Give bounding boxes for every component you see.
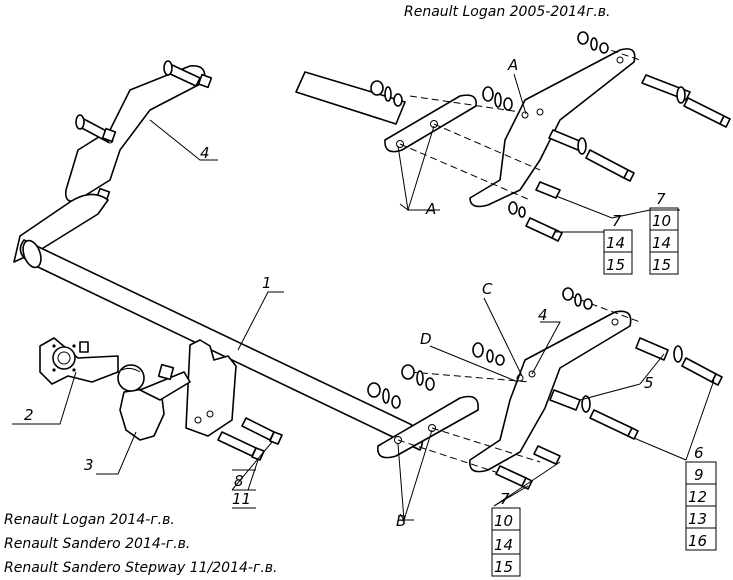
label-part-2: 2 bbox=[24, 406, 34, 424]
callout-br-5: 16 bbox=[688, 532, 707, 550]
callout-tr-upper-3: 14 bbox=[652, 234, 671, 252]
label-point-c: C bbox=[482, 280, 493, 298]
callout-tr-upper-1: 7 bbox=[656, 190, 666, 208]
main-assembly-group bbox=[13, 60, 723, 490]
vehicle-frame-member bbox=[295, 71, 406, 125]
hole bbox=[394, 436, 402, 444]
center-mount-plate bbox=[185, 339, 237, 437]
axis-line bbox=[431, 427, 541, 463]
caption-bottom-left-1: Renault Logan 2014-г.в. bbox=[4, 512, 175, 528]
label-part-4-left: 4 bbox=[200, 144, 210, 162]
hole bbox=[536, 108, 544, 116]
callout-br-2: 9 bbox=[694, 466, 704, 484]
callout-bm-4: 15 bbox=[494, 558, 513, 576]
hole bbox=[616, 56, 624, 64]
label-point-a-bottom: A bbox=[425, 200, 436, 218]
frame-plate-bottom bbox=[377, 395, 479, 459]
nut-washer-set bbox=[370, 31, 609, 218]
hole bbox=[396, 140, 404, 148]
callout-tr-lower-3: 15 bbox=[606, 256, 625, 274]
callout-bm-2: 10 bbox=[494, 512, 513, 530]
spacers-5 bbox=[495, 337, 723, 490]
lower-right-bracket-4 bbox=[469, 310, 632, 473]
label-point-b: B bbox=[396, 512, 406, 530]
labels: 1 2 3 4 4 5 A A B C D 8 11 7 10 14 15 7 … bbox=[4, 4, 707, 576]
caption-top-right: Renault Logan 2005-2014г.в. bbox=[404, 4, 610, 20]
callout-center-1: 8 bbox=[234, 472, 244, 490]
axis-line bbox=[399, 143, 531, 201]
callout-grids bbox=[232, 207, 717, 577]
tow-ball bbox=[117, 364, 145, 392]
label-part-1: 1 bbox=[262, 274, 272, 292]
ball-neck-3 bbox=[117, 363, 191, 441]
left-bracket-4 bbox=[64, 65, 206, 203]
label-point-d: D bbox=[420, 330, 432, 348]
label-part-3: 3 bbox=[84, 456, 94, 474]
top-detail-group bbox=[295, 31, 731, 242]
callout-tr-upper-4: 15 bbox=[652, 256, 671, 274]
axis-line bbox=[409, 95, 521, 113]
callout-br-3: 12 bbox=[688, 488, 707, 506]
axis-line bbox=[433, 123, 541, 171]
callout-tr-lower-2: 14 bbox=[606, 234, 625, 252]
label-point-a-top: A bbox=[507, 56, 518, 74]
hole bbox=[611, 318, 619, 326]
hole bbox=[194, 416, 202, 424]
callout-bm-1: 7 bbox=[500, 490, 510, 508]
callout-bm-3: 14 bbox=[494, 536, 513, 554]
callout-tr-lower-1: 7 bbox=[612, 212, 622, 230]
bolt-set bbox=[525, 74, 731, 242]
label-part-5: 5 bbox=[644, 374, 654, 392]
hole bbox=[206, 410, 214, 418]
callout-br-1: 6 bbox=[694, 444, 704, 462]
callout-br-4: 13 bbox=[688, 510, 707, 528]
callout-tr-upper-2: 10 bbox=[652, 212, 671, 230]
center-bolts bbox=[217, 417, 283, 461]
top-bracket bbox=[469, 48, 636, 208]
label-part-4-right: 4 bbox=[538, 306, 548, 324]
callout-center-2: 11 bbox=[232, 490, 251, 508]
nut-washer-set-lower bbox=[367, 287, 593, 409]
caption-bottom-left-3: Renault Sandero Stepway 11/2014-г.в. bbox=[4, 560, 277, 576]
caption-bottom-left-2: Renault Sandero 2014-г.в. bbox=[4, 536, 190, 552]
hole bbox=[528, 370, 536, 378]
socket-bracket-2 bbox=[39, 337, 119, 385]
axis-line bbox=[409, 371, 531, 383]
beam-end-cap bbox=[22, 239, 42, 269]
beam-end-plate bbox=[13, 193, 109, 263]
